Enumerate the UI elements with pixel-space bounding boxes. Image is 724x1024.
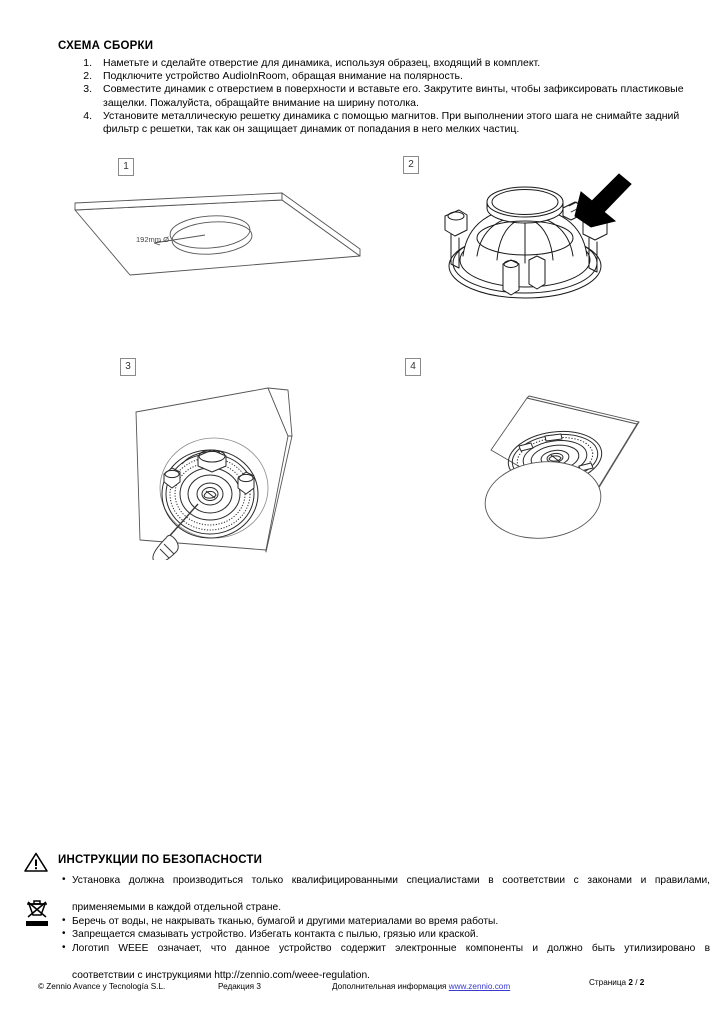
step-text: Совместите динамик с отверстием в поверх…: [103, 83, 684, 109]
mounted-speaker-illustration: [135, 387, 293, 560]
assembly-step: 1. Наметьте и сделайте отверстие для дин…: [58, 57, 698, 70]
page-separator: /: [635, 978, 638, 987]
figure-4-grille-attachment: 4: [395, 350, 655, 550]
safety-item: Беречь от воды, не накрывать тканью, бум…: [62, 914, 710, 929]
page-total: 2: [639, 978, 645, 987]
figure-grid: 1 192mm Ø 2: [0, 150, 724, 570]
safety-item: Установка должна производиться только кв…: [62, 873, 710, 915]
safety-item-line: Запрещается смазывать устройство. Избега…: [72, 929, 479, 941]
step-text: Наметьте и сделайте отверстие для динами…: [103, 57, 541, 69]
assembly-steps-list: 1. Наметьте и сделайте отверстие для дин…: [58, 57, 698, 136]
step-number: 2.: [83, 70, 92, 83]
page-current: 2: [628, 978, 633, 987]
step-text: Подключите устройство AudioInRoom, обращ…: [103, 70, 463, 83]
weee-crossed-bin-icon: [26, 900, 48, 926]
footer-revision: Редакция 3: [218, 982, 261, 991]
hole-diameter-label: 192mm Ø: [136, 235, 169, 244]
footer-page-number: Страница 2 / 2: [589, 978, 644, 987]
footer-copyright: © Zennio Avance y Tecnología S.L.: [38, 982, 166, 991]
figure-1-ceiling-panel: 1 192mm Ø: [60, 150, 380, 310]
figure-badge: 1: [118, 158, 134, 176]
step-text: Установите металлическую решетку динамик…: [103, 109, 680, 136]
safety-item-line: Установка должна производиться только кв…: [72, 875, 710, 886]
assembly-step: 4. Установите металлическую решетку дина…: [58, 110, 698, 136]
figure-3-mounted-speaker: 3: [110, 350, 370, 560]
safety-item-line: применяемыми в каждой отдельной стране.: [72, 902, 282, 914]
grille-attachment-illustration: [484, 395, 640, 539]
assembly-step: 2. Подключите устройство AudioInRoom, об…: [58, 70, 698, 83]
speaker-grille-disc: [484, 461, 602, 539]
safety-title: ИНСТРУКЦИИ ПО БЕЗОПАСНОСТИ: [58, 854, 263, 866]
safety-section: ИНСТРУКЦИИ ПО БЕЗОПАСНОСТИ Установка дол…: [24, 852, 710, 981]
footer-website-link[interactable]: www.zennio.com: [448, 982, 511, 991]
assembly-section: СХЕМА СБОРКИ 1. Наметьте и сделайте отве…: [58, 40, 698, 136]
figure-badge: 2: [403, 156, 419, 174]
step-number: 3.: [83, 83, 92, 96]
footer-more-info-label: Дополнительная информация: [332, 982, 447, 991]
page-footer: © Zennio Avance y Tecnología S.L. Редакц…: [0, 978, 724, 1008]
safety-item: Логотип WEEE означает, что данное устрой…: [62, 941, 710, 983]
pointer-arrow-icon: [574, 173, 632, 228]
safety-item-line: Логотип WEEE означает, что данное устрой…: [72, 942, 710, 954]
safety-header: ИНСТРУКЦИИ ПО БЕЗОПАСНОСТИ: [24, 852, 710, 874]
safety-item-line: Беречь от воды, не накрывать тканью, бум…: [72, 915, 499, 927]
step-number: 1.: [83, 57, 92, 69]
figure-badge: 4: [405, 358, 421, 376]
safety-item: Запрещается смазывать устройство. Избега…: [62, 927, 710, 942]
assembly-title: СХЕМА СБОРКИ: [58, 40, 154, 52]
page-label: Страница: [589, 978, 627, 987]
speaker-unit-illustration: [444, 173, 632, 299]
figure-2-speaker-unit: 2: [395, 150, 645, 310]
screwdriver-icon: [152, 503, 199, 560]
warning-triangle-icon: [24, 852, 48, 872]
safety-item-line: соответствии с инструкциями http://zenni…: [72, 970, 370, 982]
figure-badge: 3: [120, 358, 136, 376]
step-number: 4.: [83, 109, 92, 122]
safety-bullet-list: Установка должна производиться только кв…: [62, 873, 710, 983]
assembly-step: 3. Совместите динамик с отверстием в пов…: [58, 83, 698, 109]
ceiling-panel-illustration: [74, 192, 361, 276]
footer-more-info: Дополнительная информация www.zennio.com: [332, 982, 510, 991]
